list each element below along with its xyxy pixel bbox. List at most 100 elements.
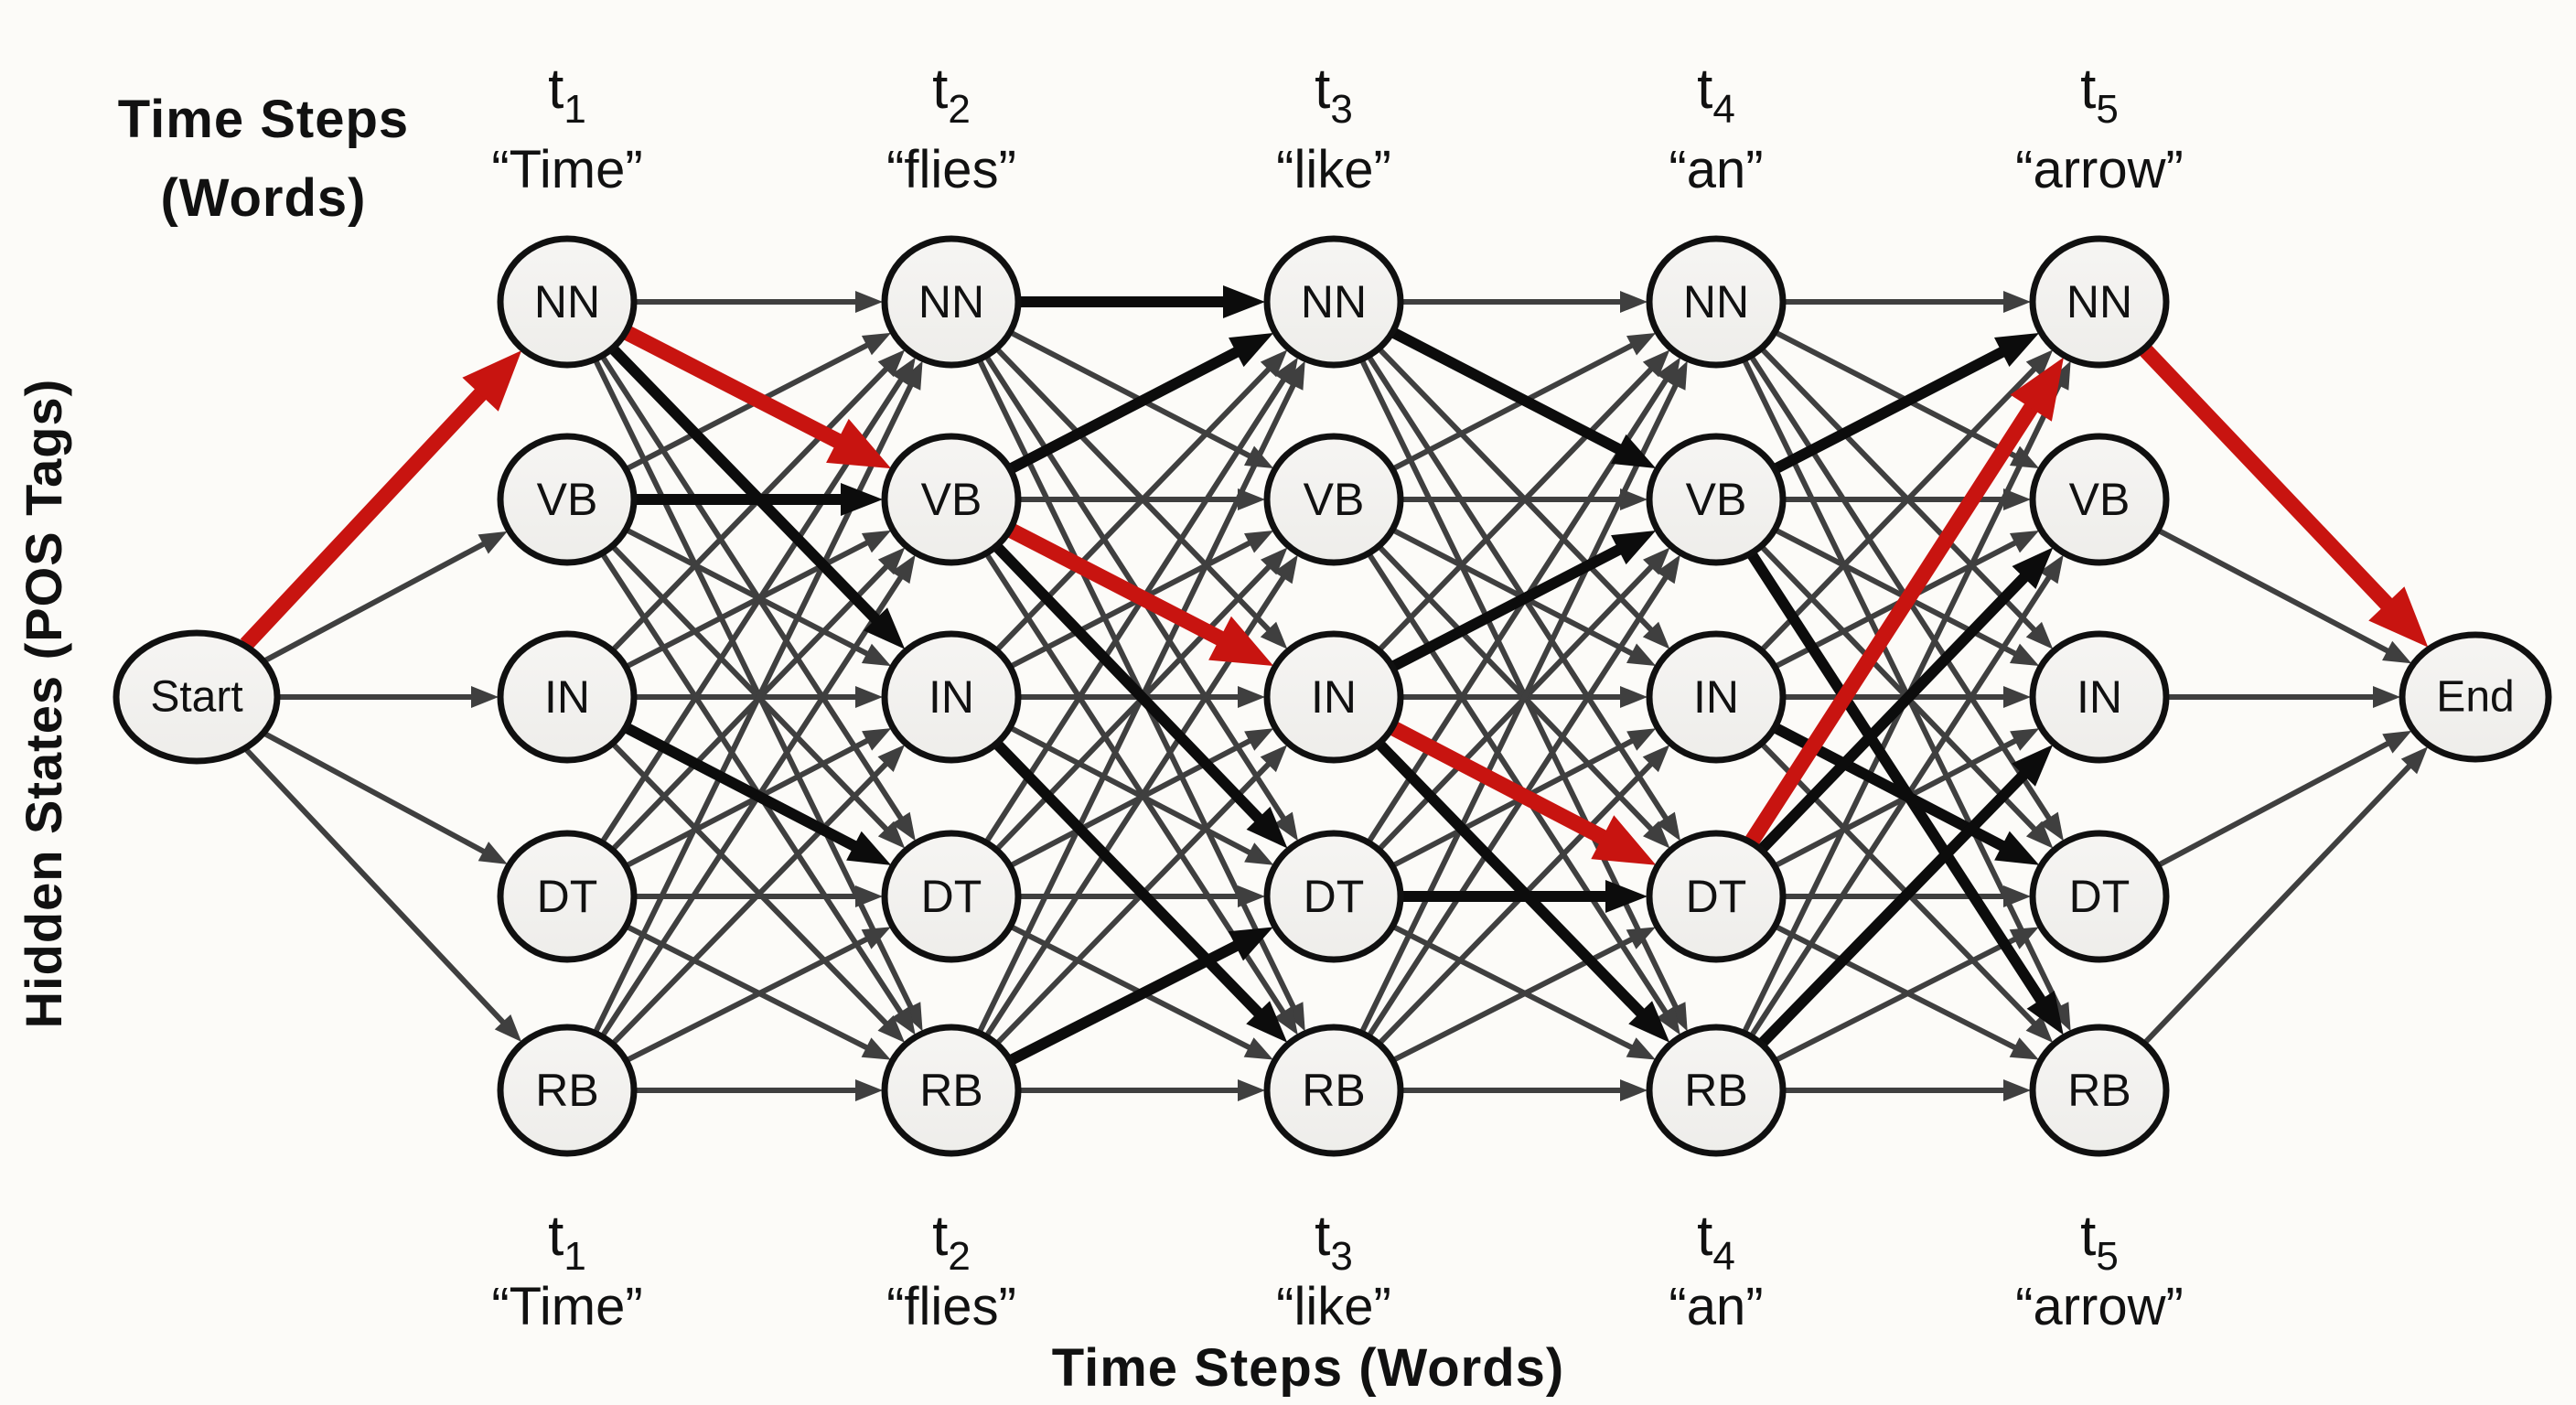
node-t5NN-label: NN [2066, 276, 2132, 327]
edge-t4RB-t5VB-gray-arrowhead [2039, 554, 2064, 585]
edge-t1IN-t2IN-gray-arrowhead [855, 686, 883, 708]
edge-t1RB-t2NN-gray-arrowhead [900, 360, 923, 391]
node-t2NN-circle [881, 235, 1022, 369]
edge-t4DT-t5NN-red [1744, 394, 2044, 846]
node-t3DT-label: DT [1304, 871, 1365, 922]
edge-t2VB-t3DT-black [993, 543, 1268, 828]
node-t4IN-label: IN [1693, 671, 1739, 723]
node-End-circle [2399, 631, 2552, 763]
edge-t4VB-t5RB-black [1747, 552, 2050, 1010]
node-t1NN-circle [497, 235, 638, 369]
edge-t3IN-t4DT-red [1390, 721, 1616, 850]
edge-t4VB-t5IN-gray [1775, 528, 2021, 659]
edge-t2IN-t3IN-gray-arrowhead [1238, 686, 1265, 708]
edge-t2NN-t3IN-gray [995, 348, 1274, 636]
node-t1DT: DT [497, 830, 638, 963]
edge-t4IN-t5IN-gray-arrowhead [2003, 686, 2031, 708]
edge-t2IN-t3DT-gray-arrowhead [1244, 842, 1274, 865]
node-Start: Start [113, 629, 281, 765]
node-Start-label: Start [150, 673, 242, 722]
node-t5DT-label: DT [2069, 871, 2131, 922]
edge-t2DT-t3IN-gray-arrowhead [1244, 728, 1274, 751]
edge-t3RB-t4IN-gray-arrowhead [1642, 745, 1670, 773]
node-t1IN-circle [497, 630, 638, 764]
edge-t2DT-t3RB-gray [1010, 924, 1255, 1053]
edge-t4RB-t5IN-black-arrowhead [2012, 745, 2054, 787]
node-t2RB: RB [881, 1024, 1022, 1157]
node-t2IN-label: IN [928, 671, 974, 723]
node-t3DT-circle [1263, 830, 1404, 963]
label-t2-bottom-word: “flies” [886, 1277, 1016, 1336]
label-t1-bottom-word: “Time” [491, 1277, 642, 1336]
node-t5VB-circle [2029, 433, 2170, 566]
node-t2DT-circle [881, 830, 1022, 963]
edge-t3IN-t4VB-black [1391, 542, 1628, 671]
edge-t1IN-t2DT-black [624, 723, 864, 854]
edge-t1VB-t2VB-black-arrowhead [841, 483, 883, 516]
edge-t4RB-t5DT-gray [1775, 934, 2021, 1063]
edge-t2VB-t3VB-gray-arrowhead [1238, 488, 1265, 510]
corner-title: Time Steps (Words) [53, 80, 474, 238]
edge-t2VB-t3DT-black-arrowhead [1246, 806, 1288, 849]
label-t2-bottom-symbol: t2 [932, 1205, 971, 1279]
edge-t4RB-t5VB-gray [1749, 572, 2054, 1037]
edge-t1RB-t2VB-gray [600, 572, 906, 1037]
edge-t2NN-t3NN-black-arrowhead [1223, 285, 1265, 318]
edge-t2VB-t3NN-black [1009, 344, 1246, 474]
node-t2NN: NN [881, 235, 1022, 369]
edge-t5VB-End-gray-arrowhead [2382, 640, 2412, 664]
node-t3VB: VB [1263, 433, 1404, 566]
edge-t4IN-t5DT-black-arrowhead [1994, 831, 2040, 865]
node-t5NN-circle [2029, 235, 2170, 369]
edge-t1RB-t2DT-gray [626, 934, 873, 1063]
edge-Start-t1DT-gray-arrowhead [478, 842, 508, 864]
label-t3-top-symbol: t3 [1315, 58, 1353, 132]
edge-t2IN-t3RB-black-arrowhead [1246, 1001, 1288, 1043]
edge-t4RB-t5IN-black [1758, 766, 2034, 1047]
node-t5RB-label: RB [2067, 1065, 2131, 1116]
node-t5IN: IN [2029, 630, 2170, 764]
edge-t2RB-t3DT-black [1009, 938, 1245, 1065]
node-t2VB-circle [881, 433, 1022, 566]
edge-t2DT-t3DT-gray-arrowhead [1238, 885, 1265, 907]
edge-t4RB-t5DT-gray-arrowhead [2009, 927, 2039, 949]
label-t2-top-word: “flies” [886, 140, 1016, 199]
edge-t4RB-t5RB-gray-arrowhead [2003, 1079, 2031, 1101]
node-t3IN-circle [1263, 630, 1404, 764]
state-nodes: StartNNVBINDTRBNNVBINDTRBNNVBINDTRBNNVBI… [113, 235, 2552, 1157]
node-t3VB-label: VB [1304, 474, 1365, 525]
node-t2IN: IN [881, 630, 1022, 764]
corner-title-line1: Time Steps [117, 90, 410, 149]
edge-t1IN-t2VB-gray-arrowhead [861, 530, 892, 553]
edge-t2RB-t3VB-gray-arrowhead [1273, 554, 1298, 585]
edge-t3RB-t4VB-gray-arrowhead [1656, 554, 1680, 585]
edge-t5NN-End-red-arrowhead [2368, 586, 2429, 648]
edge-t1VB-t2RB-gray-arrowhead [891, 1005, 916, 1035]
edge-t1NN-t2NN-gray-arrowhead [855, 291, 883, 313]
label-t4-bottom-word: “an” [1669, 1277, 1763, 1336]
edge-t4IN-t5NN-gray [1760, 363, 2040, 651]
edge-t4NN-t5DT-gray [1749, 355, 2055, 824]
edge-t3DT-t4DT-black-arrowhead [1605, 880, 1648, 913]
edge-t1NN-t2VB-red [624, 326, 851, 453]
node-t1VB-circle [497, 433, 638, 566]
node-t5NN: NN [2029, 235, 2170, 369]
node-t5RB-circle [2029, 1024, 2170, 1157]
edge-t1RB-t2RB-gray-arrowhead [855, 1079, 883, 1101]
label-t1-top-symbol: t1 [548, 58, 586, 132]
node-t2NN-label: NN [918, 276, 984, 327]
label-t3-bottom-word: “like” [1276, 1277, 1391, 1336]
time-step-labels: t1“Time”t1“Time”t2“flies”t2“flies”t3“lik… [491, 58, 2184, 1336]
node-t5IN-label: IN [2077, 671, 2122, 723]
edge-t2RB-t3NN-gray-arrowhead [1283, 360, 1305, 391]
edge-t3IN-t4DT-red-arrowhead [1591, 815, 1657, 865]
edge-t3DT-t4RB-gray [1392, 924, 1637, 1053]
edge-t3DT-t4VB-gray-arrowhead [1643, 547, 1670, 575]
edge-t2VB-t3NN-black-arrowhead [1229, 333, 1274, 368]
edge-t3VB-t4IN-gray-arrowhead [1626, 643, 1657, 666]
node-t1VB-label: VB [537, 474, 598, 525]
edge-t4DT-t5RB-gray [1775, 924, 2021, 1053]
node-t3DT: DT [1263, 830, 1404, 963]
edge-t3NN-t4NN-gray-arrowhead [1620, 291, 1648, 313]
edge-t4IN-t5RB-gray [1760, 743, 2040, 1029]
